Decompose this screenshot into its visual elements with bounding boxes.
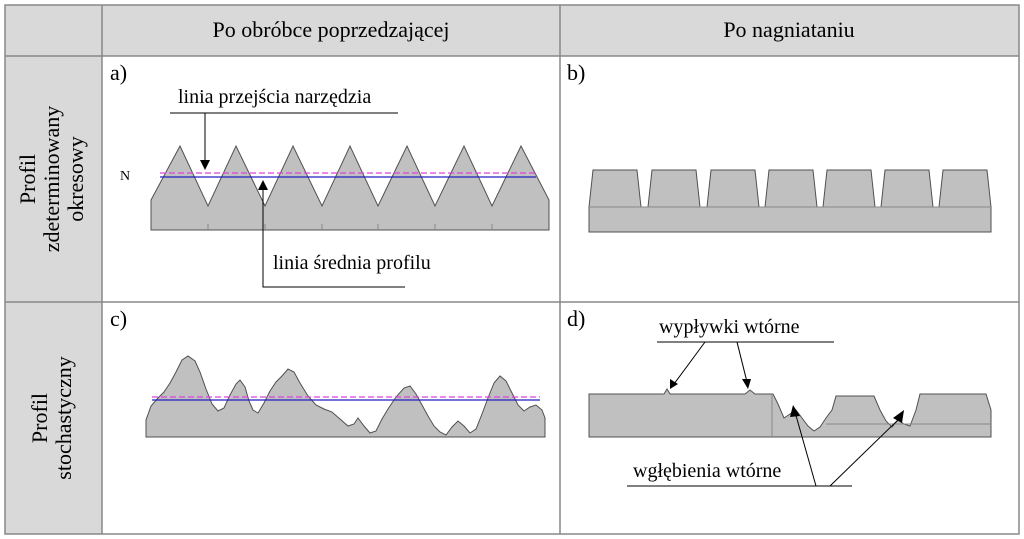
tool-line-label: linia przejścia narzędzia [178,86,371,108]
profile-d-burnished [588,388,992,438]
column-header-after: Po nagniataniu [723,17,854,42]
mean-line-label: linia średnia profilu [273,252,431,274]
svg-text:stochastyczny: stochastyczny [51,356,76,479]
panel-label-c: c) [110,306,127,331]
header-row-bg [5,5,1019,56]
row-label-periodic: Profil zdeterminowany okresowy [15,106,88,253]
svg-text:zdeterminowany: zdeterminowany [39,106,64,253]
outflows-label: wypływki wtórne [659,316,800,338]
svg-text:Profil: Profil [27,393,52,443]
profile-c-stochastic [145,355,546,438]
table-grid [4,4,1020,535]
panel-label-d: d) [567,306,585,331]
profile-a-periodic [150,144,550,231]
n-marker: N [120,169,130,184]
side-column-bg [5,5,102,534]
panel-label-a: a) [110,60,127,85]
svg-text:okresowy: okresowy [63,136,88,222]
svg-text:Profil: Profil [15,154,40,204]
pits-label: wgłębienia wtórne [633,460,781,482]
profile-b-burnished [588,169,992,233]
row-label-stochastic: Profil stochastyczny [27,356,76,479]
panel-label-b: b) [567,60,585,85]
column-header-before: Po obróbce poprzedzającej [213,17,450,42]
